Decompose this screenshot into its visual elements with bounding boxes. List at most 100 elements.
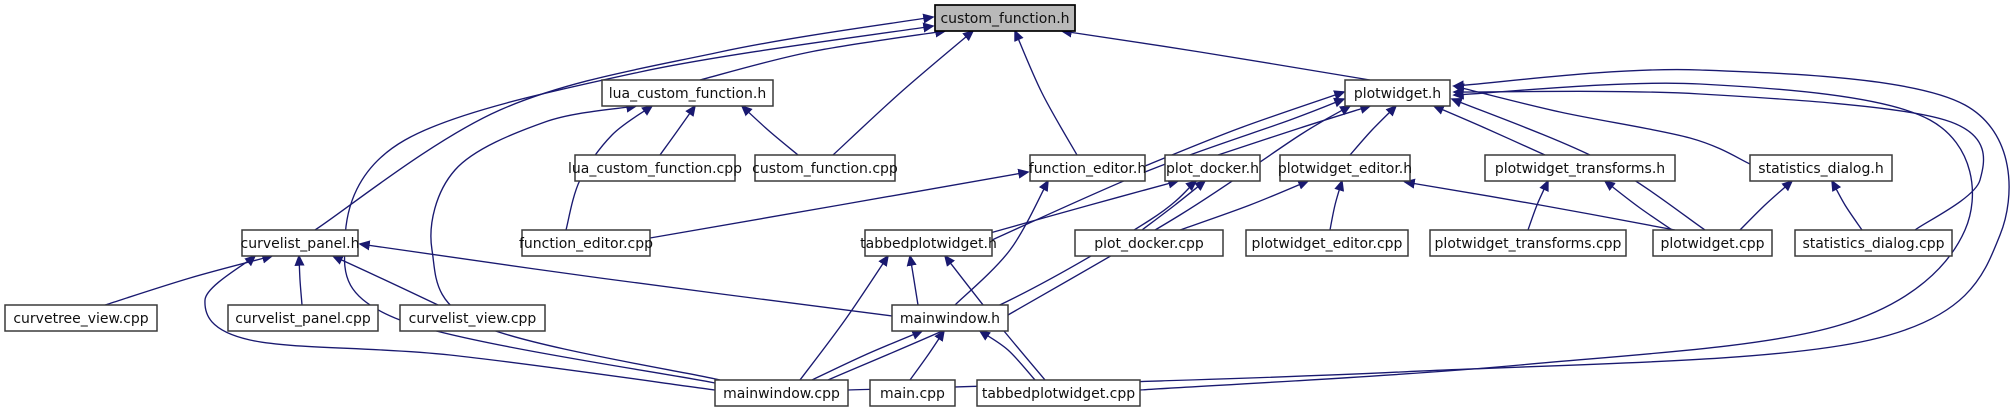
node-curvelist_view_cpp[interactable]: curvelist_view.cpp bbox=[399, 304, 546, 332]
node-plotwidget_editor_h[interactable]: plotwidget_editor.h bbox=[1278, 154, 1412, 182]
edge-custom_function_cpp-includes-lua_custom_function_h bbox=[740, 104, 799, 156]
graph-node-box[interactable] bbox=[1749, 154, 1893, 182]
node-curvetree_view_cpp[interactable]: curvetree_view.cpp bbox=[4, 304, 158, 332]
edge-mainwindow_h-includes-plotwidget_h bbox=[1007, 105, 1352, 316]
graph-node-label: mainwindow.cpp bbox=[723, 386, 840, 402]
edge-lua_custom_function_h-includes-custom_function_h bbox=[699, 27, 947, 81]
node-statistics_dialog_cpp[interactable]: statistics_dialog.cpp bbox=[1794, 229, 1953, 257]
node-curvelist_panel_cpp[interactable]: curvelist_panel.cpp bbox=[227, 304, 379, 332]
edge-mainwindow_h-includes-tabbedplotwidget_h bbox=[906, 254, 919, 306]
graph-node-label: statistics_dialog.h bbox=[1758, 161, 1883, 177]
edge-main_cpp-includes-mainwindow_h bbox=[909, 329, 945, 381]
node-plotwidget_transforms_cpp[interactable]: plotwidget_transforms.cpp bbox=[1429, 229, 1627, 257]
edge-curvelist_panel_cpp-includes-curvelist_panel_h bbox=[294, 254, 305, 306]
graph-node-label: mainwindow.h bbox=[900, 311, 1000, 327]
node-plot_docker_h[interactable]: plot_docker.h bbox=[1164, 154, 1261, 182]
node-plotwidget_h[interactable]: plotwidget.h bbox=[1344, 79, 1451, 107]
graph-node-box[interactable] bbox=[1029, 154, 1146, 182]
graph-node-box[interactable] bbox=[601, 79, 774, 107]
graph-node-box[interactable] bbox=[1344, 79, 1451, 107]
graph-node-label: custom_function.cpp bbox=[752, 161, 898, 177]
graph-node-box[interactable] bbox=[754, 154, 896, 182]
node-main_cpp[interactable]: main.cpp bbox=[869, 379, 956, 407]
graph-node-box[interactable] bbox=[521, 229, 651, 257]
node-function_editor_h[interactable]: function_editor.h bbox=[1029, 154, 1146, 182]
edge-function_editor_cpp-includes-function_editor_h bbox=[649, 168, 1030, 239]
graph-node-box[interactable] bbox=[1279, 154, 1411, 182]
graph-node-box[interactable] bbox=[891, 304, 1009, 332]
node-custom_function_h[interactable]: custom_function.h bbox=[934, 4, 1076, 32]
node-curvelist_panel_h[interactable]: curvelist_panel.h bbox=[241, 229, 360, 257]
graph-node-label: curvelist_panel.cpp bbox=[235, 311, 371, 327]
edge-plot_docker_cpp-includes-plot_docker_h bbox=[1141, 179, 1207, 231]
graph-node-label: tabbedplotwidget.h bbox=[860, 236, 997, 252]
graph-node-label: plotwidget.h bbox=[1354, 86, 1441, 102]
edge-statistics_dialog_cpp-includes-plotwidget_h bbox=[1452, 87, 1985, 231]
graph-node-label: plotwidget_transforms.h bbox=[1495, 161, 1665, 177]
node-lua_custom_function_cpp[interactable]: lua_custom_function.cpp bbox=[568, 154, 742, 182]
graph-node-box[interactable] bbox=[4, 304, 158, 332]
graph-node-label: curvelist_panel.h bbox=[241, 236, 360, 252]
graph-node-box[interactable] bbox=[399, 304, 546, 332]
node-plot_docker_cpp[interactable]: plot_docker.cpp bbox=[1074, 229, 1224, 257]
edge-plotwidget_cpp-includes-statistics_dialog_h bbox=[1739, 179, 1794, 231]
edge-lua_custom_function_cpp-includes-lua_custom_function_h bbox=[659, 104, 696, 156]
graph-node-label: plotwidget.cpp bbox=[1661, 236, 1765, 252]
graph-node-box[interactable] bbox=[869, 379, 956, 407]
graph-node-box[interactable] bbox=[1794, 229, 1953, 257]
graph-node-label: plot_docker.h bbox=[1166, 161, 1259, 177]
edge-mainwindow_h-includes-curvelist_panel_h bbox=[358, 240, 893, 317]
node-tabbedplotwidget_h[interactable]: tabbedplotwidget.h bbox=[860, 229, 997, 257]
graph-node-label: plotwidget_transforms.cpp bbox=[1435, 236, 1622, 252]
graph-node-box[interactable] bbox=[1245, 229, 1409, 257]
graph-node-label: function_editor.cpp bbox=[519, 236, 653, 252]
node-statistics_dialog_h[interactable]: statistics_dialog.h bbox=[1749, 154, 1893, 182]
edge-tabbedplotwidget_cpp-includes-mainwindow_h bbox=[978, 330, 1036, 381]
node-mainwindow_h[interactable]: mainwindow.h bbox=[891, 304, 1009, 332]
graph-node-label: curvetree_view.cpp bbox=[13, 311, 148, 327]
graph-node-box[interactable] bbox=[1484, 154, 1676, 182]
graph-node-box[interactable] bbox=[714, 379, 849, 407]
graph-node-box[interactable] bbox=[1429, 229, 1627, 257]
edge-curvelist_panel_h-includes-custom_function_h bbox=[314, 13, 935, 231]
node-function_editor_cpp[interactable]: function_editor.cpp bbox=[519, 229, 653, 257]
graph-node-box[interactable] bbox=[864, 229, 993, 257]
graph-node-label: statistics_dialog.cpp bbox=[1802, 236, 1944, 252]
graph-node-box[interactable] bbox=[574, 154, 736, 182]
graph-node-box-highlighted[interactable] bbox=[934, 4, 1076, 32]
graph-node-label: plotwidget_editor.cpp bbox=[1252, 236, 1403, 252]
edge-tabbedplotwidget_h-includes-plot_docker_h bbox=[989, 178, 1180, 234]
node-tabbedplotwidget_cpp[interactable]: tabbedplotwidget.cpp bbox=[976, 379, 1141, 407]
graph-node-box[interactable] bbox=[227, 304, 379, 332]
graph-node-label: lua_custom_function.cpp bbox=[568, 161, 742, 177]
graph-node-box[interactable] bbox=[976, 379, 1141, 407]
edge-plot_docker_h-includes-plotwidget_h bbox=[1217, 104, 1372, 156]
graph-node-label: function_editor.h bbox=[1029, 161, 1146, 177]
edge-curvetree_view_cpp-includes-curvelist_panel_h bbox=[104, 253, 274, 306]
graph-node-box[interactable] bbox=[1652, 229, 1773, 257]
graph-node-box[interactable] bbox=[1164, 154, 1261, 182]
edge-mainwindow_cpp-includes-tabbedplotwidget_h bbox=[799, 254, 889, 381]
node-custom_function_cpp[interactable]: custom_function.cpp bbox=[752, 154, 898, 182]
edge-plotwidget_transforms_h-includes-plotwidget_h bbox=[1432, 105, 1546, 156]
graph-node-label: plotwidget_editor.h bbox=[1278, 161, 1412, 177]
edge-mainwindow_cpp-includes-lua_custom_function_h bbox=[430, 102, 721, 381]
node-mainwindow_cpp[interactable]: mainwindow.cpp bbox=[714, 379, 849, 407]
edge-function_editor_h-includes-custom_function_h bbox=[1014, 29, 1078, 156]
edges-layer bbox=[104, 13, 2010, 391]
node-lua_custom_function_h[interactable]: lua_custom_function.h bbox=[601, 79, 774, 107]
edge-statistics_dialog_cpp-includes-statistics_dialog_h bbox=[1831, 179, 1863, 231]
graph-node-box[interactable] bbox=[241, 229, 359, 257]
edge-plotwidget_cpp-includes-plotwidget_transforms_h bbox=[1603, 179, 1679, 235]
graph-node-label: curvelist_view.cpp bbox=[409, 311, 537, 327]
node-plotwidget_cpp[interactable]: plotwidget.cpp bbox=[1652, 229, 1773, 257]
edge-plot_docker_cpp-includes-plotwidget_editor_h bbox=[1179, 180, 1310, 231]
node-plotwidget_transforms_h[interactable]: plotwidget_transforms.h bbox=[1484, 154, 1676, 182]
edge-plotwidget_cpp-includes-plotwidget_editor_h bbox=[1403, 178, 1676, 231]
node-plotwidget_editor_cpp[interactable]: plotwidget_editor.cpp bbox=[1245, 229, 1409, 257]
graph-node-box[interactable] bbox=[1074, 229, 1224, 257]
graph-node-label: custom_function.h bbox=[940, 11, 1069, 27]
